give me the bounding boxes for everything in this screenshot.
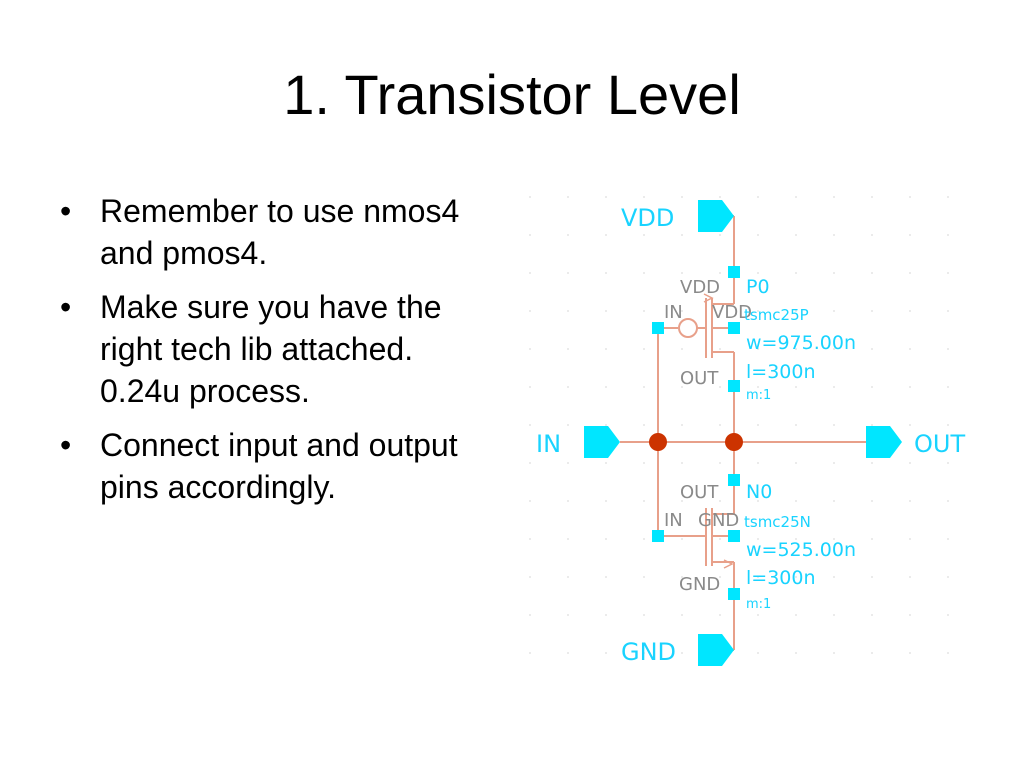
pmos-mult-label: m:1 (746, 388, 771, 403)
gnd-pin-icon[interactable] (698, 634, 734, 666)
bullet-list: • Remember to use nmos4 and pmos4. • Make … (52, 190, 472, 520)
bullet-item: • Make sure you have the right tech lib a… (52, 286, 472, 412)
nmos-gate-terminal-label: IN (664, 510, 683, 531)
nmos-instance-label: N0 (746, 481, 772, 503)
pmos-width-label: w=975.00n (746, 332, 856, 354)
pmos-bulk-terminal-label: VDD (712, 302, 752, 323)
schematic-grid (529, 196, 949, 654)
bullet-dot-icon: • (60, 193, 72, 229)
bullet-dot-icon: • (60, 427, 72, 463)
wires (620, 215, 866, 651)
out-pin-label: OUT (914, 430, 965, 458)
nmos-gnd-terminal-label: GND (679, 574, 720, 595)
terminal-squares (652, 266, 740, 600)
bullet-text: Connect input and output pins accordingl… (100, 427, 458, 505)
bullet-text: Make sure you have the right tech lib at… (100, 289, 442, 409)
pmos-out-terminal-label: OUT (680, 368, 719, 389)
pmos-model-label: tsmc25P (744, 306, 809, 324)
pmos-length-label: l=300n (746, 361, 816, 383)
nmos-mult-label: m:1 (746, 597, 771, 612)
in-pin-label: IN (536, 430, 561, 458)
slide-title: 1. Transistor Level (283, 63, 741, 126)
bullet-dot-icon: • (60, 289, 72, 325)
out-junction-dot (725, 433, 743, 451)
vdd-pin-icon[interactable] (698, 200, 734, 232)
nmos-bulk-terminal-label: GND (698, 510, 739, 531)
nmos-width-label: w=525.00n (746, 539, 856, 561)
out-pin-icon[interactable] (866, 426, 902, 458)
in-pin-icon[interactable] (584, 426, 620, 458)
nmos-length-label: l=300n (746, 567, 816, 589)
pmos-vdd-terminal-label: VDD (680, 277, 720, 298)
nmos-out-terminal-label: OUT (680, 482, 719, 503)
bullet-item: • Remember to use nmos4 and pmos4. (52, 190, 472, 274)
vdd-pin-label: VDD (621, 204, 674, 232)
pmos-gate-terminal-label: IN (664, 302, 683, 323)
bullet-text: Remember to use nmos4 and pmos4. (100, 193, 460, 271)
pmos-instance-label: P0 (746, 276, 770, 298)
bullet-item: • Connect input and output pins according… (52, 424, 472, 508)
gnd-pin-label: GND (621, 638, 676, 666)
in-junction-dot (649, 433, 667, 451)
nmos-model-label: tsmc25N (744, 513, 811, 531)
